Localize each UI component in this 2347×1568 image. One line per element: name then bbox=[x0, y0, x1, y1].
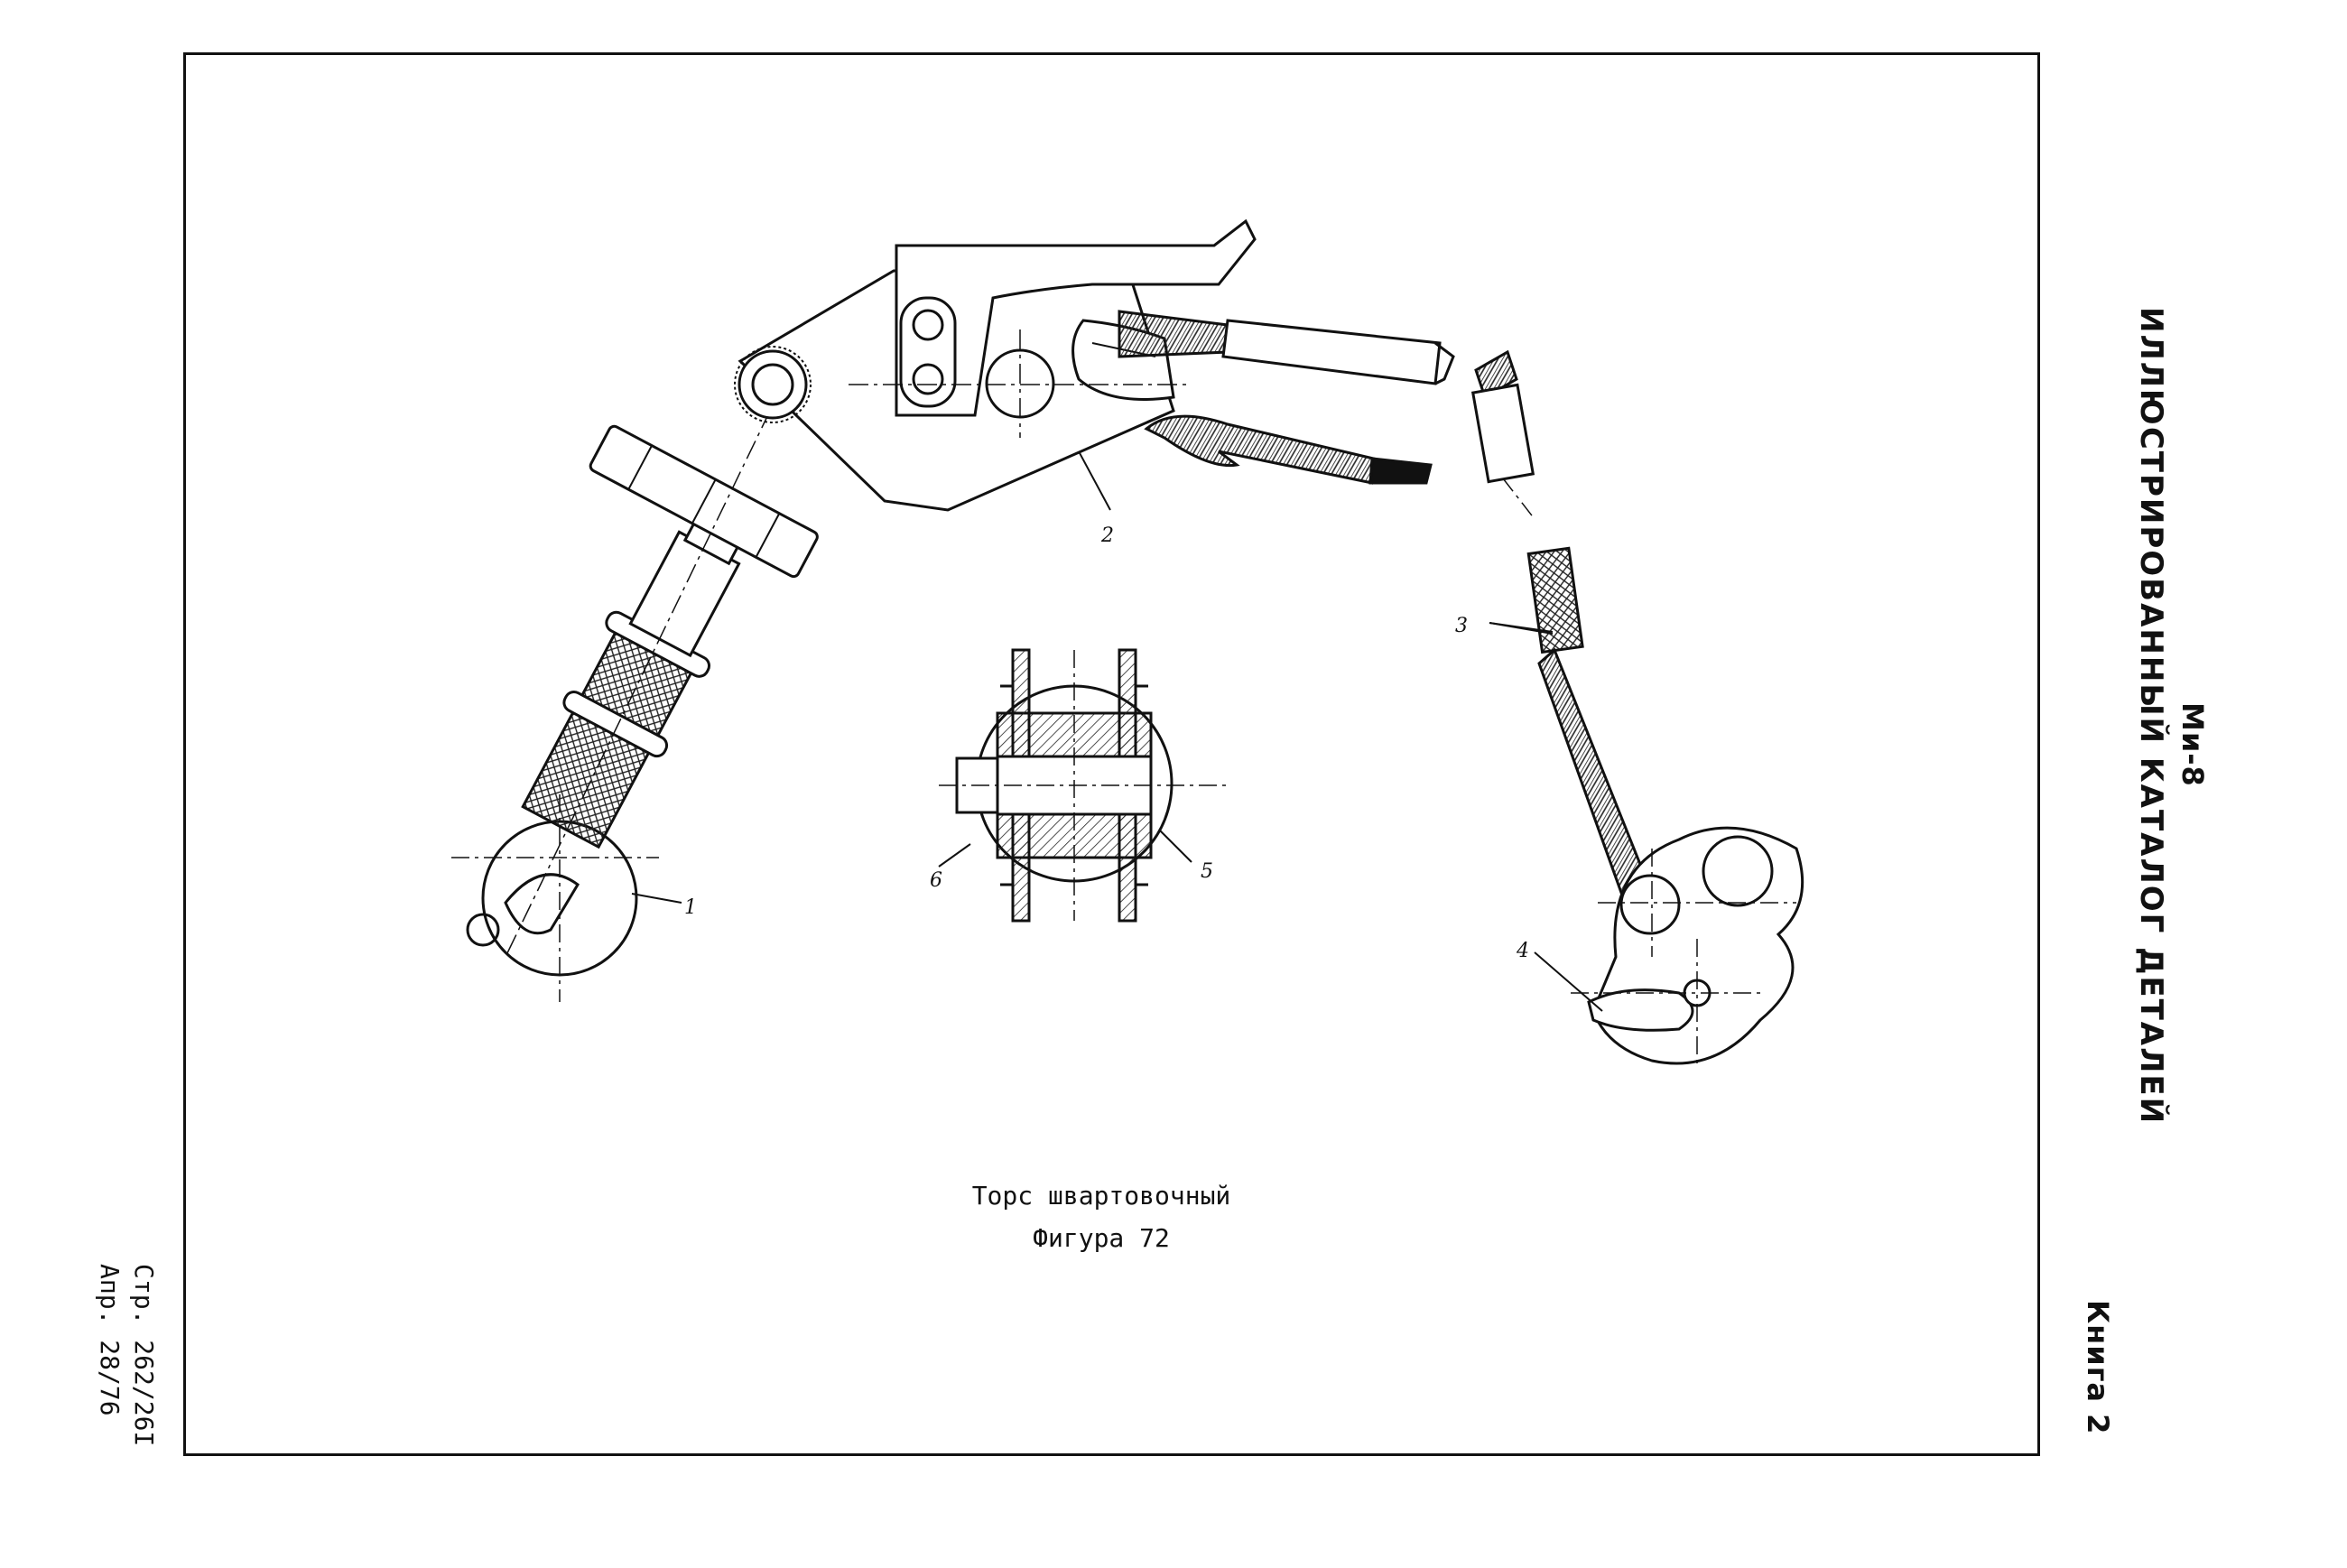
callout-6: 6 bbox=[930, 869, 942, 892]
left-hook bbox=[451, 794, 659, 1002]
hex-nut bbox=[589, 424, 819, 579]
section-detail bbox=[939, 648, 1228, 923]
buckle-plate bbox=[734, 218, 1257, 512]
callout-1: 1 bbox=[684, 896, 697, 919]
callout-2: 2 bbox=[1100, 524, 1114, 547]
turnbuckle-assembly bbox=[451, 378, 819, 1002]
volume-label: Книга 2 bbox=[2081, 1300, 2115, 1435]
callout-leaders bbox=[631, 450, 1603, 1012]
right-cable bbox=[1470, 349, 1654, 905]
callout-3: 3 bbox=[1455, 615, 1468, 637]
page-frame bbox=[183, 52, 2040, 1456]
callout-5: 5 bbox=[1201, 860, 1213, 883]
aircraft-model: Ми-8 bbox=[2175, 702, 2210, 787]
callout-4: 4 bbox=[1516, 940, 1529, 962]
page-date: Апр. 28/76 bbox=[95, 1264, 125, 1416]
cable-lower bbox=[1144, 414, 1433, 485]
figure-title: Торс швартовочный bbox=[971, 1181, 1231, 1211]
right-hook bbox=[1571, 826, 1804, 1065]
figure-label: Фигура 72 bbox=[1033, 1223, 1170, 1253]
catalog-title: ИЛЛЮСТРИРОВАННЫЙ КАТАЛОГ ДЕТАЛЕЙ bbox=[2133, 307, 2169, 1126]
cable-upper bbox=[1118, 310, 1455, 385]
page-number: Стр. 262/26I bbox=[129, 1264, 159, 1447]
